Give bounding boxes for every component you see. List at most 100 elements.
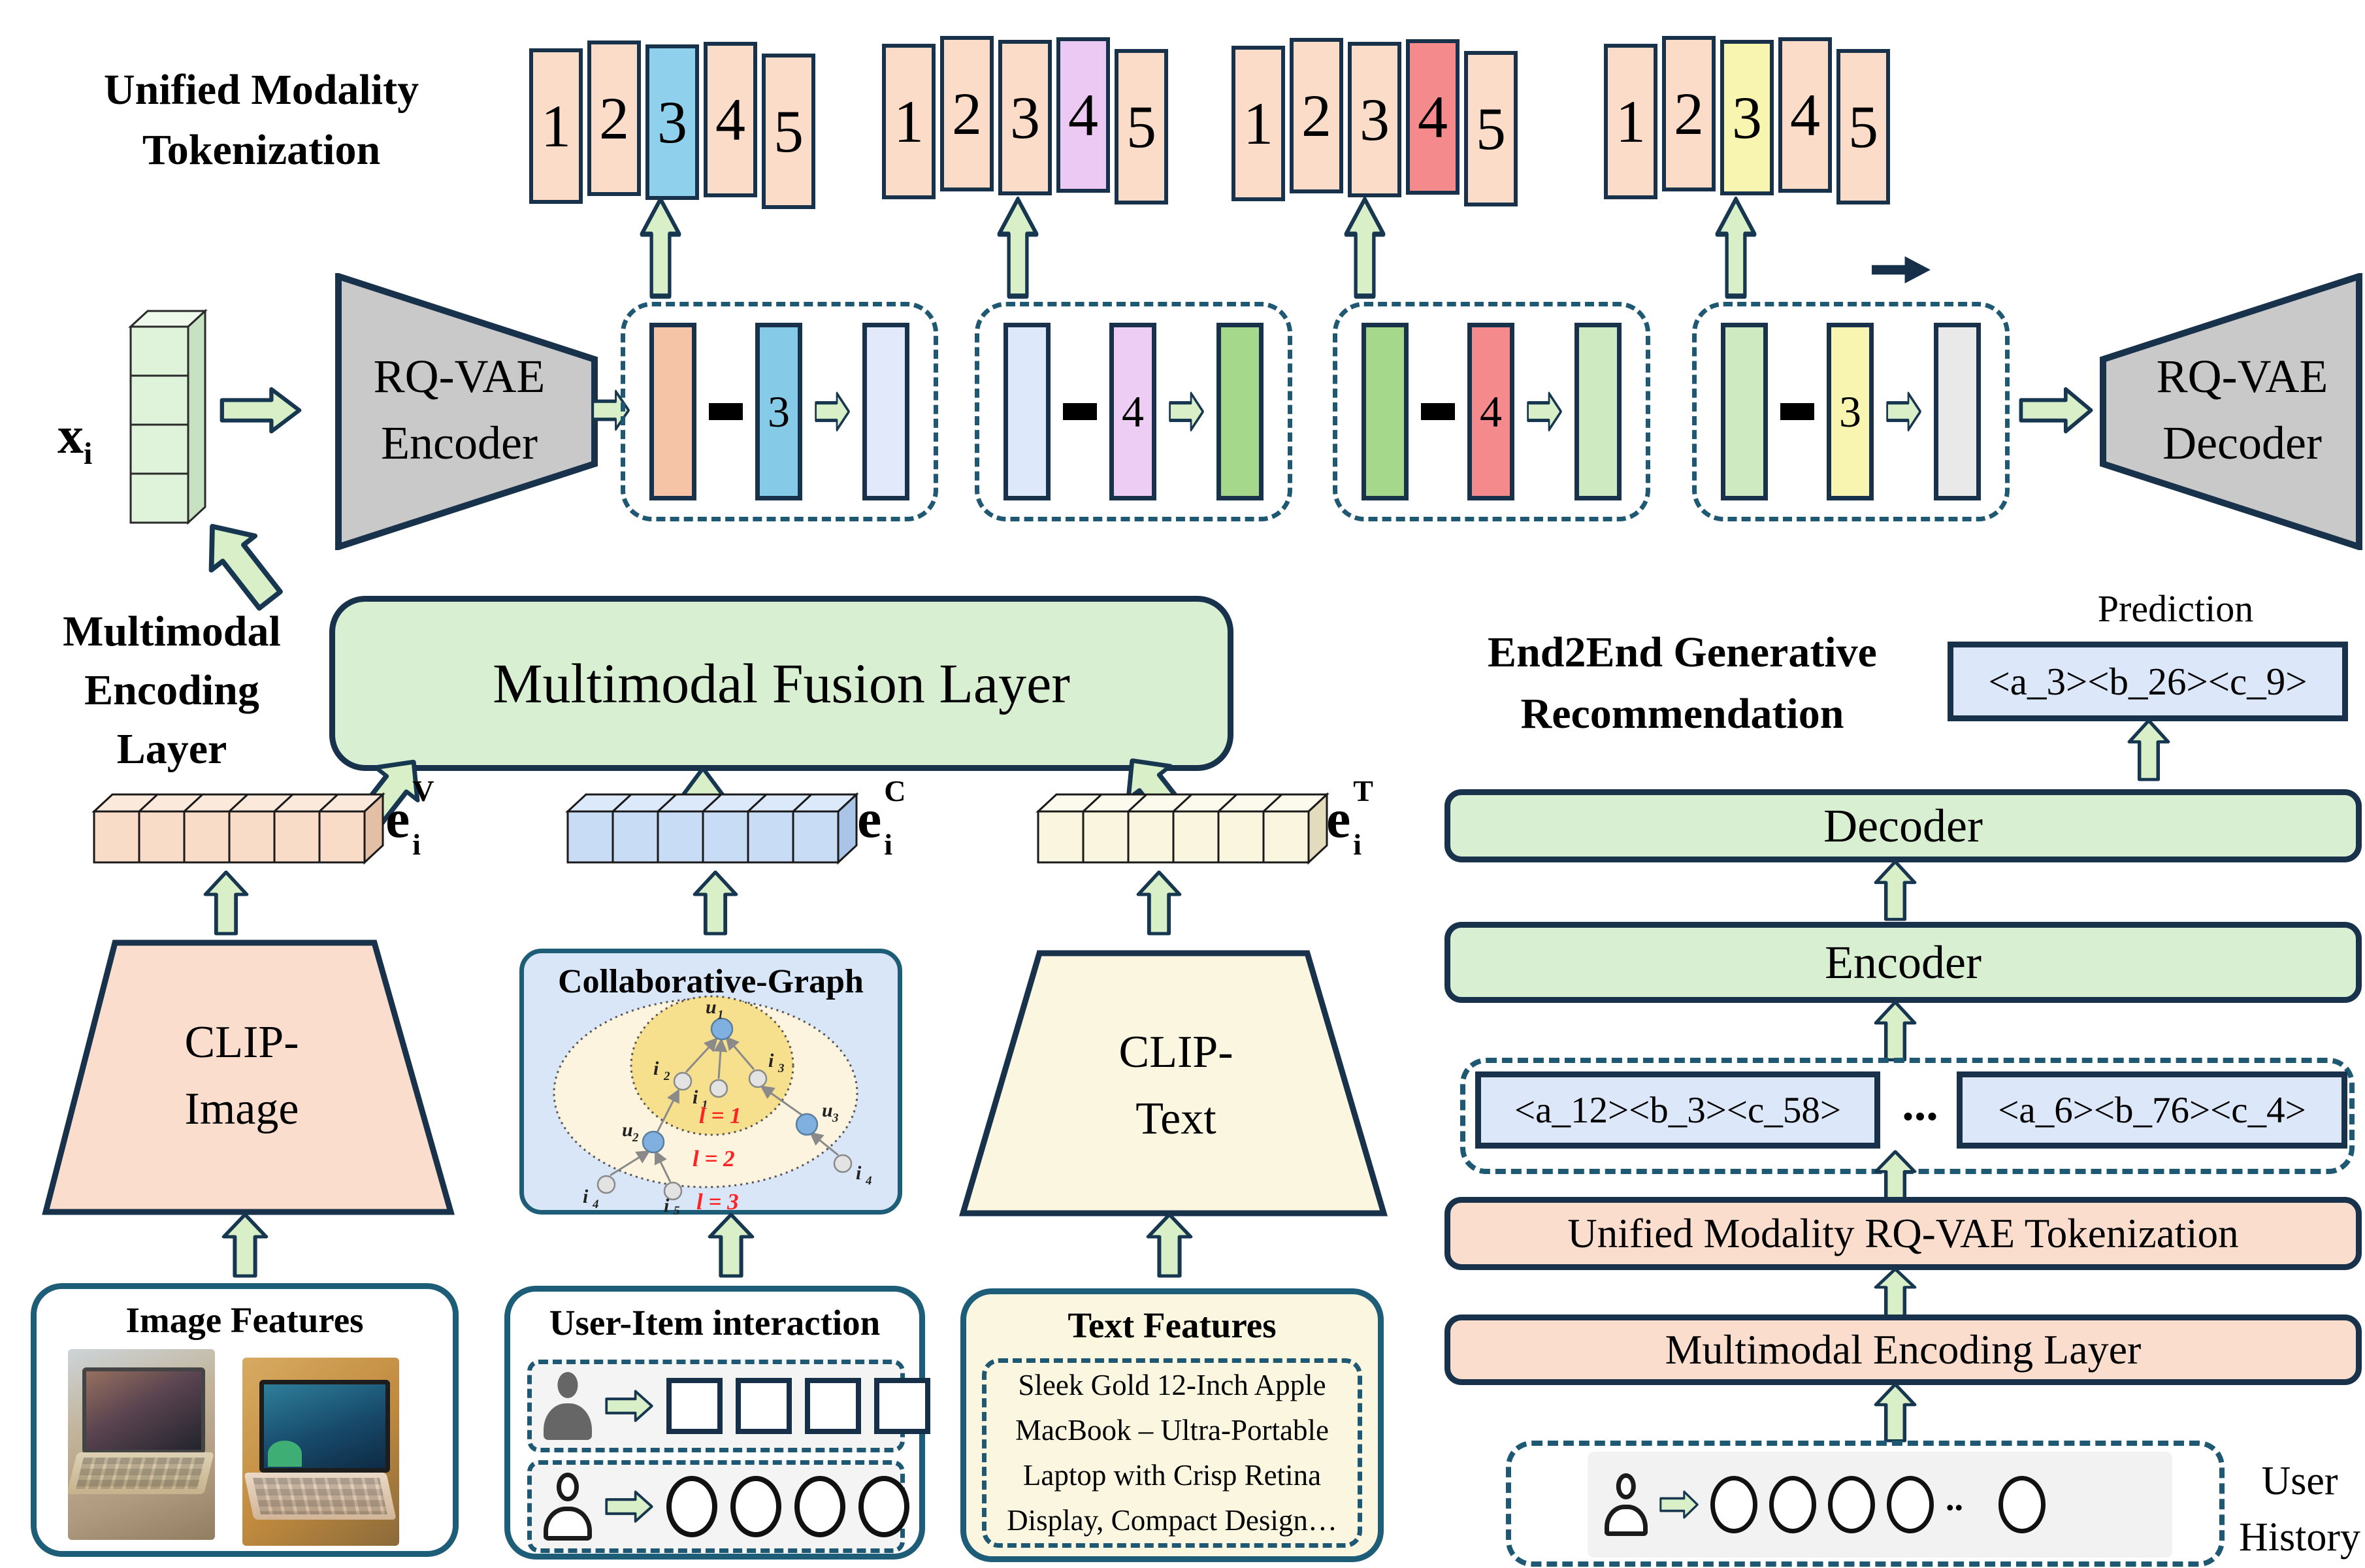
item-square [736,1378,792,1434]
decoder-bar: Decoder [1444,789,2362,862]
section-title-generative: End2End Generative Recommendation [1488,629,1877,738]
right-arrow-icon [1527,391,1562,432]
item-square [666,1378,723,1434]
token-group-2: 1 2 3 4 5 [882,36,1168,204]
text-embedding-cubes [1036,792,1331,865]
title-line2: Tokenization [142,126,381,174]
rq-block-2: 4 [975,302,1292,521]
input-vector-label: xi [57,407,93,471]
codebook-bar: 4 [1467,323,1514,500]
item-square [805,1378,861,1434]
codebook-bar: 3 [755,323,802,500]
rqvae-decoder-trapezoid [2098,273,2362,550]
token-cell-highlighted: 3 [645,44,699,200]
residual-out-bar [1216,323,1264,500]
node-label: u [706,996,717,1018]
history-item-circle [1998,1476,2046,1533]
node-label: i [856,1162,862,1184]
prediction-tokens: <a_3><b_26><c_9> [1948,642,2348,721]
user-history-content: .. [1588,1452,2172,1558]
node-label: i [768,1050,774,1071]
visual-embedding-cubes [91,792,387,865]
up-arrow-icon [1146,1213,1193,1278]
right-arrow-icon [220,387,302,434]
residual-bar [649,323,696,500]
level-label-1: l = 1 [699,1103,742,1128]
user-outline-icon [1605,1473,1648,1536]
token-cell: 4 [1778,37,1832,193]
token-cell: 2 [1662,36,1716,191]
clip-text-label: CLIP-Text [1118,1027,1233,1144]
node-label: i [653,1058,659,1079]
token-cell: 1 [529,48,583,204]
up-arrow-icon [997,196,1039,299]
token-cell-highlighted: 4 [1056,37,1110,193]
collaborative-graph-title: Collaborative-Graph [558,963,864,1000]
rq-block-1: 3 [621,302,938,521]
continuation-arrow-icon [1870,252,1933,287]
residual-bar [1721,323,1768,500]
minus-icon [709,403,743,420]
residual-bar [1003,323,1051,500]
up-arrow-icon [203,870,249,936]
svg-text:2: 2 [663,1070,670,1083]
right-arrow-icon [1659,1490,1699,1519]
svg-text:5: 5 [674,1204,680,1215]
token-cell: 5 [1836,49,1890,204]
level-label-2: l = 2 [693,1146,735,1171]
section-title-encoding-layer: Multimodal Encoding Layer [63,608,281,773]
clip-image-trapezoid [39,939,457,1215]
node-label: u [622,1119,633,1141]
right-arrow-icon [1169,391,1204,432]
level-label-3: l = 3 [696,1189,739,1215]
node-label: i [664,1195,670,1215]
token-cell: 3 [998,40,1052,195]
token-cell: 2 [587,41,641,196]
clip-image-label: CLIP-Image [184,1017,299,1134]
svg-text:1: 1 [717,1008,724,1022]
encoder-bar: Encoder [1444,922,2362,1003]
svg-text:3: 3 [832,1111,839,1125]
token-cell: 3 [1348,42,1401,197]
user-item-panel: User-Item interaction [504,1286,930,1560]
collaborative-graph-panel: Collaborative-Graph [519,949,902,1215]
right-arrow-icon [1886,391,1921,432]
token-cell: 2 [940,36,994,191]
collab-embedding-cubes [565,792,860,865]
svg-text:2: 2 [632,1131,639,1145]
collaborative-graph: u i i i u u i i i 1 2 1 3 2 3 4 5 4 [553,995,872,1215]
token-cell: 2 [1290,38,1343,193]
text-features-title: Text Features [1068,1305,1277,1345]
up-arrow-icon [2127,719,2170,781]
token-cell: 4 [704,42,757,197]
sequence-ellipsis: ... [1902,1077,1938,1131]
laptop-photo-1 [68,1349,215,1540]
image-features-title: Image Features [125,1300,364,1340]
item-circle [794,1476,845,1537]
residual-out-bar [1574,323,1622,500]
token-cell: 5 [1115,49,1168,204]
fusion-layer: Multimodal Fusion Layer [329,596,1233,771]
history-item-circle [1769,1476,1816,1533]
node-label: i [693,1086,698,1108]
item-circle [666,1476,717,1537]
encoding-layer-bar: Multimodal Encoding Layer [1444,1315,2362,1385]
token-cell-highlighted: 4 [1406,39,1460,195]
residual-bar [1362,323,1409,500]
up-arrow-icon [1715,196,1757,299]
residual-out-bar [862,323,909,500]
title-line1: Unified Modality [103,66,419,114]
up-arrow-icon [1874,1267,1917,1321]
up-arrow-icon [640,196,681,299]
sequence-tokens-left: <a_12><b_3><c_58> [1475,1071,1880,1149]
token-group-3: 1 2 3 4 5 [1231,38,1518,206]
rq-block-4: 3 [1692,302,2010,521]
rqvae-encoder-trapezoid [335,273,598,550]
svg-text:1: 1 [702,1098,708,1112]
token-cell: 5 [1464,51,1518,206]
right-arrow-icon [815,391,850,432]
